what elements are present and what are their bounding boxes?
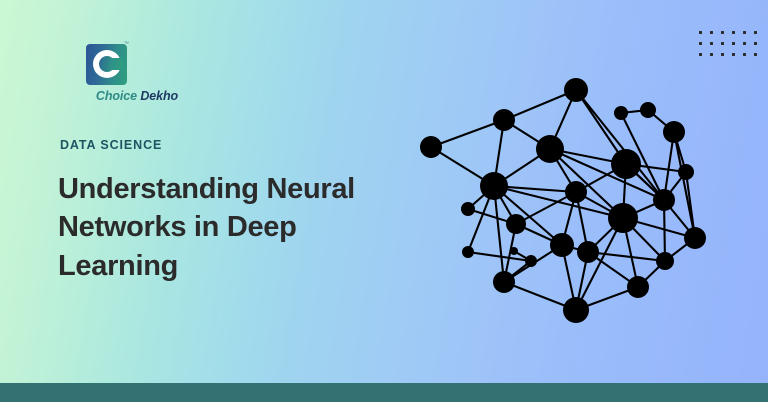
- network-node: [627, 276, 649, 298]
- network-edge: [575, 217, 624, 311]
- network-node: [656, 252, 674, 270]
- grid-dot: [732, 31, 735, 34]
- grid-dot: [721, 53, 724, 56]
- network-edge: [492, 185, 506, 283]
- network-node: [510, 247, 518, 255]
- network-node: [493, 109, 515, 131]
- network-edge: [587, 250, 666, 263]
- brand-logo[interactable]: ™ Choice Dekho: [62, 41, 212, 103]
- network-node: [420, 136, 442, 158]
- network-node: [565, 181, 587, 203]
- page-title: Understanding Neural Networks in Deep Le…: [58, 173, 355, 282]
- dot-grid-decoration: [699, 31, 765, 64]
- grid-dot: [710, 53, 713, 56]
- network-edge: [575, 89, 665, 201]
- trademark-symbol: ™: [124, 41, 129, 47]
- footer-bar: [0, 383, 768, 402]
- network-node: [608, 203, 638, 233]
- network-edge: [430, 119, 505, 148]
- network-node: [525, 255, 537, 267]
- network-edge: [620, 112, 665, 201]
- grid-dot: [754, 31, 757, 34]
- network-node: [564, 78, 588, 102]
- brand-wordmark: Choice Dekho: [62, 89, 212, 103]
- network-node: [684, 227, 706, 249]
- neural-network-illustration: [400, 68, 730, 330]
- network-edge: [467, 250, 532, 263]
- choice-dekho-logo-icon: ™: [86, 41, 129, 85]
- network-node: [577, 241, 599, 263]
- network-node: [663, 121, 685, 143]
- grid-dot: [721, 42, 724, 45]
- grid-dot: [732, 53, 735, 56]
- grid-dot: [710, 42, 713, 45]
- grid-dot: [754, 53, 757, 56]
- grid-dot: [710, 31, 713, 34]
- network-node: [462, 246, 474, 258]
- network-edge: [515, 191, 577, 225]
- network-edge: [503, 89, 577, 121]
- network-node: [614, 106, 628, 120]
- neural-network-svg: [420, 78, 706, 323]
- network-edge: [493, 185, 563, 246]
- network-node: [653, 189, 675, 211]
- network-edge: [549, 148, 624, 219]
- grid-dot: [699, 42, 702, 45]
- grid-dot: [743, 53, 746, 56]
- logo-c-gap: [110, 58, 123, 70]
- network-node: [563, 297, 589, 323]
- grid-dot: [732, 42, 735, 45]
- network-edge: [662, 131, 676, 201]
- network-node: [611, 149, 641, 179]
- brand-name-choice: Choice: [95, 89, 137, 103]
- grid-dot: [754, 42, 757, 45]
- network-node: [506, 214, 526, 234]
- network-node: [461, 202, 475, 216]
- network-node: [640, 102, 656, 118]
- network-node: [536, 135, 564, 163]
- network-node: [678, 164, 694, 180]
- network-edge: [672, 131, 697, 239]
- grid-dot: [743, 31, 746, 34]
- grid-dot: [721, 31, 724, 34]
- network-node: [493, 271, 515, 293]
- network-node: [550, 233, 574, 257]
- category-label: DATA SCIENCE: [60, 138, 163, 152]
- network-edge: [684, 171, 697, 239]
- network-node: [480, 172, 508, 200]
- grid-dot: [699, 53, 702, 56]
- brand-name-dekho: Dekho: [140, 89, 179, 103]
- network-nodes: [420, 78, 706, 323]
- grid-dot: [743, 42, 746, 45]
- grid-dot: [699, 31, 702, 34]
